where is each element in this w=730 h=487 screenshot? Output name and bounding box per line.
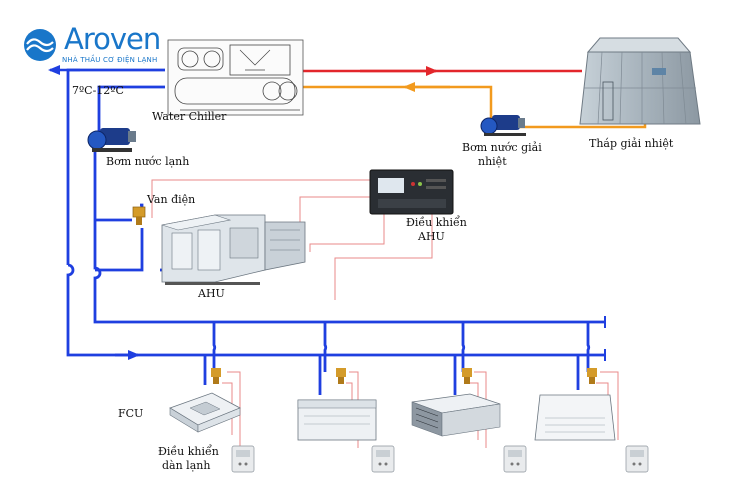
thermostat-1 [231,445,255,473]
temperature-label: 7ºC-12ºC [72,84,124,97]
brand-tagline: NHÀ THẦU CƠ ĐIỆN LẠNH [62,56,158,64]
thermostat-3 [503,445,527,473]
fcu-valves [211,368,597,384]
fcu-ducted [411,393,501,437]
chilled-pump-label: Bơm nước lạnh [106,155,190,168]
fcu-ceiling-suspended [534,394,616,441]
fcu-thermostats [231,445,649,473]
chiller-supply-pipe [97,85,165,142]
thermostat-4 [625,445,649,473]
chilled-water-pump [87,128,136,152]
ahu-controller-label-line2: AHU [418,230,445,243]
ahu-controller [369,169,454,215]
fcu-controller-label-line1: Điều khiển [158,445,219,458]
fcu-label: FCU [118,407,144,420]
cooling-pump-label-line1: Bơm nước giải [462,141,542,154]
brand-name: Aroven [64,22,161,56]
thermostat-2 [371,445,395,473]
fcu-cassette [169,392,241,433]
supply-header [93,150,605,324]
water-chiller [167,39,304,116]
air-handling-unit [161,214,306,285]
ahu-controller-label-line1: Điều khiển [406,216,467,229]
ahu-motorised-valve [132,206,146,225]
chiller-label: Water Chiller [152,110,227,123]
cooling-tower [579,37,701,125]
fcu-floor-standing [297,399,377,441]
ahu-label: AHU [198,287,225,300]
cooling-water-pump [480,115,526,136]
return-header [66,263,605,357]
fcu-controller-label-line2: dàn lạnh [162,459,211,472]
cooling-pump-label-line2: nhiệt [478,155,507,168]
aroven-logo-icon [24,29,56,61]
cooling-tower-label: Tháp giải nhiệt [589,137,674,150]
valve-label: Van điện [147,193,196,206]
